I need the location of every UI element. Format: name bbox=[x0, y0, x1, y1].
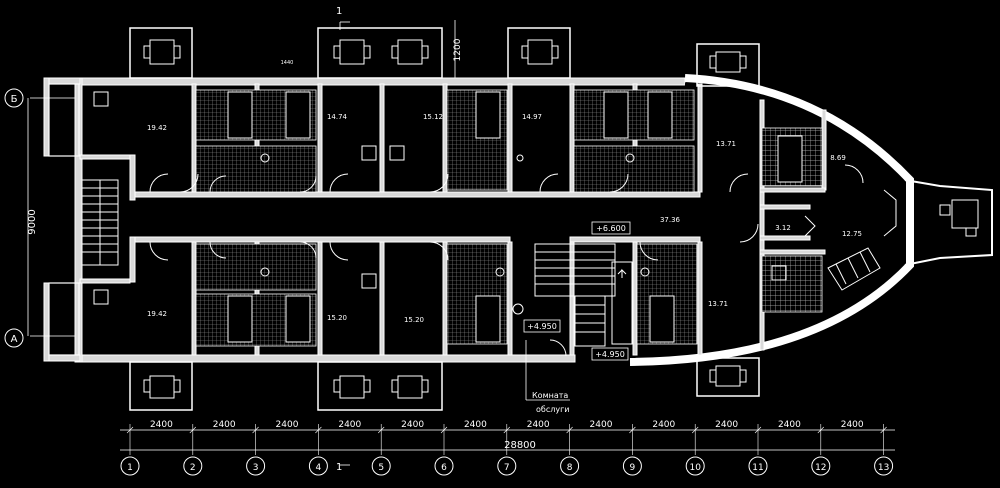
axis-number-8: 8 bbox=[567, 463, 573, 473]
dim-tick-5 bbox=[377, 426, 385, 434]
span-dim-12: 2400 bbox=[841, 420, 864, 430]
axis-bubble-2 bbox=[183, 456, 203, 476]
axis-gridlines bbox=[126, 424, 887, 455]
service-room-callout: Комната обслуги bbox=[525, 340, 570, 414]
room-area-r5: 13.71 bbox=[716, 140, 736, 148]
span-dim-4: 2400 bbox=[338, 420, 361, 430]
balcony-depth-dimension: 1200 bbox=[453, 38, 463, 61]
width-dimension: 9000 bbox=[27, 209, 38, 234]
axis-number-1: 1 bbox=[127, 463, 133, 473]
span-dim-8: 2400 bbox=[590, 420, 613, 430]
axis-number-13: 13 bbox=[878, 463, 889, 473]
axis-letter-a: А bbox=[4, 328, 24, 348]
span-dim-6: 2400 bbox=[464, 420, 487, 430]
staircase-center bbox=[534, 243, 633, 347]
dim-tick-8 bbox=[566, 426, 573, 434]
axis-number-2: 2 bbox=[190, 463, 196, 473]
axis-bubble-4 bbox=[308, 456, 328, 476]
section-mark-bottom: 1 bbox=[336, 462, 342, 473]
dim-tick-4 bbox=[315, 426, 322, 434]
level-mark-3: +4.950 bbox=[595, 350, 625, 359]
small-dimension: 1440 bbox=[281, 60, 294, 66]
axis-label-a: А bbox=[11, 334, 18, 345]
axis-bubble-13 bbox=[874, 456, 894, 476]
span-dim-5: 2400 bbox=[401, 420, 424, 430]
service-room-label-line2: обслуги bbox=[536, 405, 569, 414]
room-area-r4: 14.97 bbox=[522, 113, 542, 121]
dim-tick-11 bbox=[754, 426, 762, 434]
room-area-r13: 13.71 bbox=[708, 300, 728, 308]
span-dim-9: 2400 bbox=[652, 420, 675, 430]
section-mark-top: 1 bbox=[336, 6, 342, 17]
dim-tick-1 bbox=[126, 426, 134, 434]
axis-bubble-3 bbox=[246, 456, 266, 476]
balconies-bottom bbox=[129, 357, 760, 411]
dim-tick-2 bbox=[189, 426, 197, 434]
axis-bubble-9 bbox=[622, 456, 642, 476]
fixtures bbox=[93, 91, 787, 315]
dim-tick-12 bbox=[817, 426, 825, 434]
axis-bubble-8 bbox=[560, 456, 580, 476]
bow-deck bbox=[804, 179, 993, 291]
dim-tick-3 bbox=[252, 426, 259, 434]
room-area-r2: 14.74 bbox=[327, 113, 348, 121]
dim-tick-10 bbox=[691, 426, 699, 434]
room-area-r6: 8.69 bbox=[830, 154, 846, 162]
room-area-r1: 19.42 bbox=[147, 124, 167, 132]
room-area-r3: 15.12 bbox=[423, 113, 443, 121]
axis-label-b: Б bbox=[11, 94, 18, 105]
room-area-r12: 15.20 bbox=[404, 316, 424, 324]
beds bbox=[227, 91, 803, 343]
span-dim-7: 2400 bbox=[527, 420, 550, 430]
room-area-r10: 19.42 bbox=[147, 310, 167, 318]
axis-bubble-11 bbox=[748, 456, 768, 476]
axis-number-9: 9 bbox=[630, 463, 636, 473]
total-length-dimension: 28800 bbox=[504, 440, 536, 451]
dim-tick-13 bbox=[880, 426, 887, 434]
room-area-r8: 3.12 bbox=[775, 224, 791, 232]
dim-tick-6 bbox=[440, 426, 448, 434]
balconies-top bbox=[129, 27, 760, 87]
room-area-r11: 15.20 bbox=[327, 314, 347, 322]
service-room-label-line1: Комната bbox=[532, 391, 568, 400]
axis-bubble-1 bbox=[120, 456, 140, 476]
span-dim-10: 2400 bbox=[715, 420, 738, 430]
axis-number-10: 10 bbox=[689, 463, 701, 473]
level-mark-2: +4.950 bbox=[527, 322, 557, 331]
axis-number-6: 6 bbox=[441, 463, 447, 473]
staircase-left bbox=[81, 179, 119, 266]
axis-number-5: 5 bbox=[378, 463, 384, 473]
door-swings bbox=[149, 164, 864, 357]
axis-number-3: 3 bbox=[253, 463, 259, 473]
axis-number-12: 12 bbox=[815, 463, 826, 473]
axis-number-4: 4 bbox=[316, 463, 322, 473]
axis-bubble-6 bbox=[434, 456, 454, 476]
span-dim-1: 2400 bbox=[150, 420, 173, 430]
axis-number-7: 7 bbox=[504, 463, 510, 473]
axis-bubble-12 bbox=[811, 456, 831, 476]
level-mark-1: +6.600 bbox=[596, 224, 626, 233]
span-dim-11: 2400 bbox=[778, 420, 801, 430]
axis-bubble-10 bbox=[685, 456, 705, 476]
balconies-left bbox=[48, 83, 80, 356]
room-area-r7: 37.36 bbox=[660, 216, 681, 224]
level-marks: +6.600 +4.950 +4.950 bbox=[523, 221, 631, 361]
axis-bubble-7 bbox=[497, 456, 517, 476]
room-area-r9: 12.75 bbox=[842, 230, 862, 238]
dim-tick-7 bbox=[503, 426, 511, 434]
axis-number-11: 11 bbox=[752, 463, 763, 473]
axis-bubble-5 bbox=[371, 456, 391, 476]
span-dimension-labels: 2400 2400 2400 2400 2400 2400 2400 2400 2400 2400… bbox=[150, 420, 864, 430]
span-dim-2: 2400 bbox=[213, 420, 236, 430]
corridor-walls bbox=[129, 191, 701, 243]
room-area-labels: 19.42 14.74 15.12 14.97 13.71 8.69 37.36… bbox=[147, 113, 862, 324]
span-dim-3: 2400 bbox=[276, 420, 299, 430]
axis-letter-b: Б bbox=[4, 88, 24, 108]
dim-tick-9 bbox=[629, 426, 636, 434]
dimension-lines bbox=[27, 20, 895, 466]
